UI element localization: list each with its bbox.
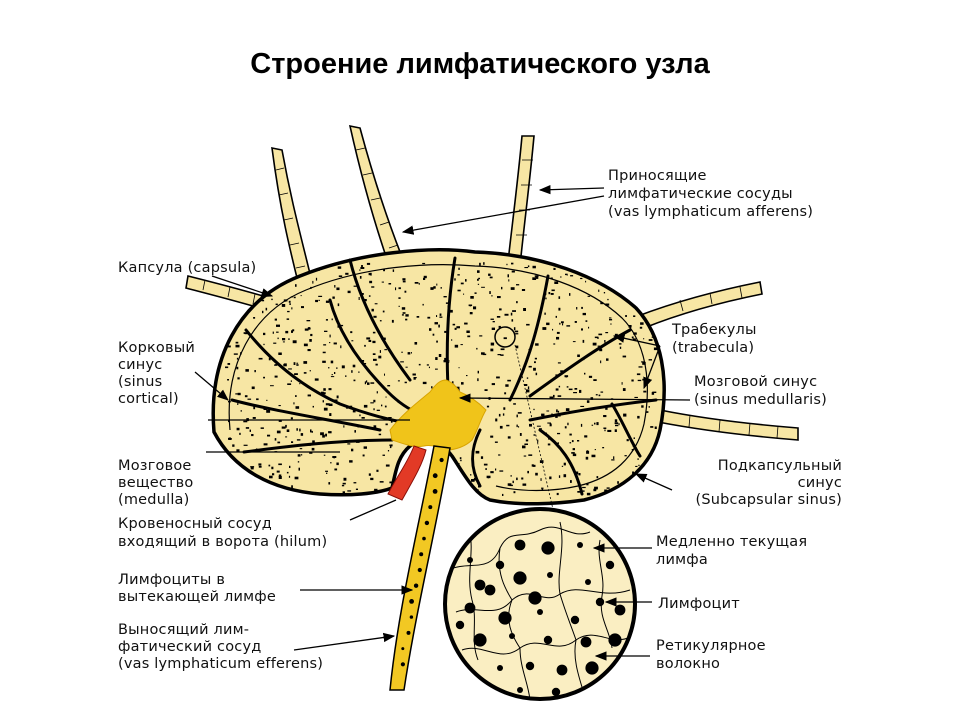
lymphocyte-cell — [525, 661, 535, 671]
lymphocyte-cell — [455, 620, 465, 630]
lymphocyte-cell — [614, 604, 626, 616]
afferent-vessel-2 — [348, 124, 406, 270]
afferent-vessel-5 — [636, 281, 763, 330]
lymphocyte-cell — [570, 615, 580, 625]
lymphocyte-cell — [585, 579, 591, 585]
lymphocyte-cell — [474, 579, 486, 591]
blood-vessel — [387, 445, 427, 501]
lymphocyte-cell — [585, 661, 599, 675]
lymphocyte-cell — [509, 633, 515, 639]
label-capsule: Капсула (capsula) — [118, 260, 256, 276]
label-trabecula: Трабекулы(trabecula) — [671, 322, 757, 356]
lymphocyte-cell — [517, 687, 523, 693]
magnified-area-marker — [494, 326, 516, 348]
lymphocyte-cell — [541, 541, 555, 555]
lymphocyte-cell — [514, 539, 526, 551]
lymphocyte-cell — [495, 560, 505, 570]
label-efferent: Выносящий лим-фатический сосуд(vas lymph… — [118, 622, 323, 672]
lymphocyte-cell — [473, 633, 487, 647]
lymphocyte-cell — [528, 591, 542, 605]
lymphocyte-cell — [543, 635, 553, 645]
lymphocyte-cell — [556, 664, 568, 676]
lymphocyte-cell — [467, 557, 473, 563]
lymphocyte-cell — [608, 633, 622, 647]
inset-magnification — [443, 507, 637, 701]
lymphocyte-cell — [580, 636, 592, 648]
lymphocyte-cell — [537, 609, 543, 615]
afferent-valves — [202, 147, 779, 439]
label-medullary-sinus: Мозговой синус(sinus medullaris) — [694, 374, 827, 408]
page-title: Строение лимфатического узла — [250, 48, 710, 80]
leader-lines — [194, 184, 691, 661]
lymphocyte-cell — [484, 584, 496, 596]
lymphocyte-cell — [551, 687, 561, 697]
lymphocyte-cell — [577, 542, 583, 548]
lymphocyte-cell — [605, 560, 615, 570]
lymphocyte-cell — [497, 665, 503, 671]
lymphocyte-cell — [464, 602, 476, 614]
subcapsular-sinus-line — [228, 264, 648, 492]
efferent-vessel — [389, 445, 451, 691]
lymphocyte-cell — [595, 597, 605, 607]
lymphocyte-cell — [498, 611, 512, 625]
afferent-vessel-6 — [657, 409, 799, 441]
afferent-vessel-3 — [507, 135, 535, 268]
label-lymphocyte: Лимфоцит — [658, 596, 740, 612]
lymphocyte-cell — [547, 572, 553, 578]
lymphocyte-cell — [513, 571, 527, 585]
